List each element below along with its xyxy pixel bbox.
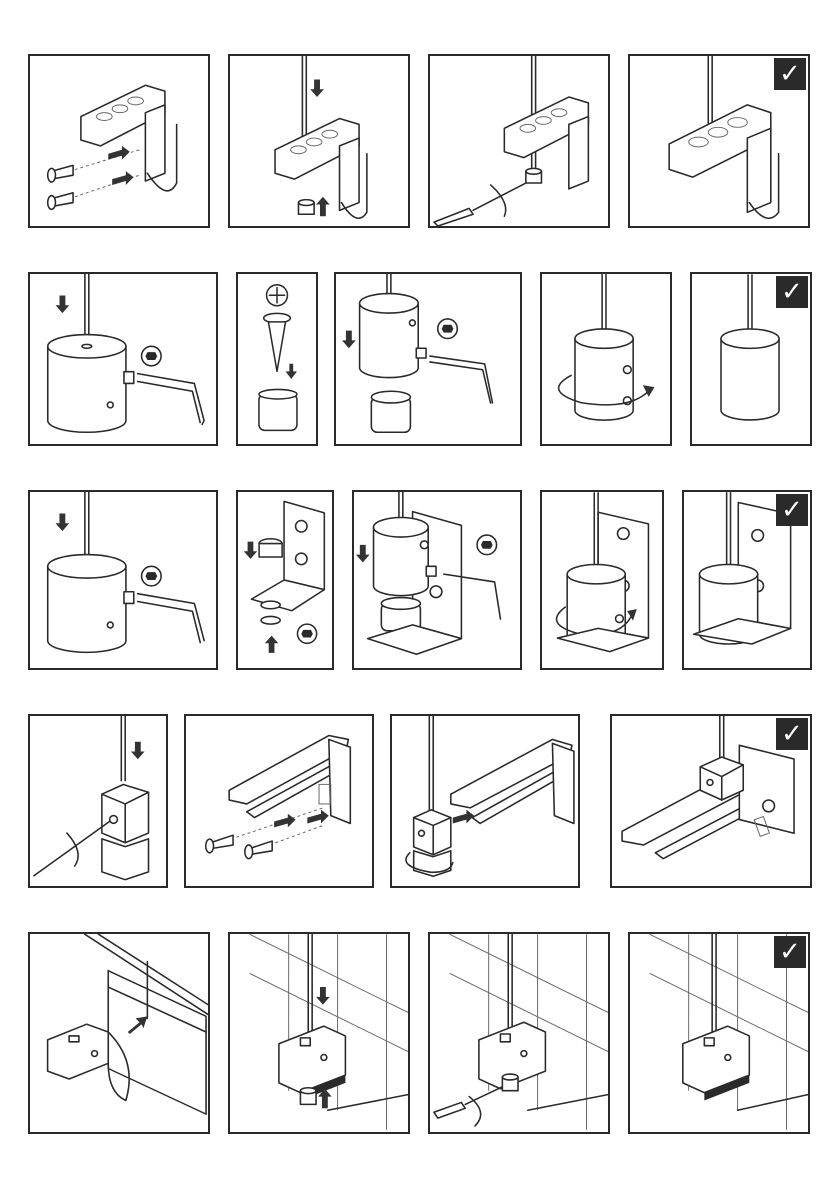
row4-step4-panel: ✓ bbox=[610, 714, 812, 888]
check-icon: ✓ bbox=[776, 718, 808, 750]
screw-insert-illustration bbox=[238, 274, 316, 444]
bracket-spacer-illustration bbox=[238, 492, 332, 668]
cylinder-base-icon bbox=[259, 389, 297, 430]
row1-step1-panel bbox=[28, 54, 210, 228]
screwdriver-icon bbox=[434, 1087, 502, 1118]
arrow-icon bbox=[274, 814, 295, 828]
row3-step3-panel bbox=[352, 490, 522, 670]
arrow-icon bbox=[56, 514, 70, 532]
screwdriver-icon bbox=[434, 183, 526, 226]
row3-step5-panel: ✓ bbox=[682, 490, 812, 670]
row3-step4-panel bbox=[540, 490, 664, 670]
hex-key-icon bbox=[481, 541, 493, 549]
check-icon: ✓ bbox=[774, 936, 806, 968]
row4-step2-panel bbox=[184, 714, 374, 888]
flat-bracket-screw-illustration bbox=[186, 716, 372, 886]
row5-step3-panel bbox=[428, 932, 610, 1134]
row5-step1-panel bbox=[28, 932, 210, 1134]
screw-icon bbox=[48, 165, 73, 182]
cylinder-bracket-mount-illustration bbox=[354, 492, 520, 668]
arrow-icon bbox=[310, 79, 324, 97]
screw-icon bbox=[48, 193, 73, 210]
window-clip-cable-illustration bbox=[230, 934, 408, 1132]
row5-step2-panel bbox=[228, 932, 410, 1134]
row2-step4-panel bbox=[540, 272, 672, 446]
cable-stop-icon bbox=[502, 1074, 518, 1091]
row2-step3-panel bbox=[334, 272, 522, 446]
hex-key-icon bbox=[301, 630, 313, 638]
row1-step2-panel bbox=[228, 54, 410, 228]
row4-step1-panel bbox=[28, 714, 168, 888]
cylinder-weight-insert-illustration bbox=[30, 274, 216, 444]
arrow-icon bbox=[453, 810, 474, 824]
row3-step2-panel bbox=[236, 490, 334, 670]
rotate-icon bbox=[67, 833, 78, 866]
cylinder-weight-insert-illustration bbox=[30, 492, 216, 668]
row1-step3-panel bbox=[428, 54, 610, 228]
arrow-icon bbox=[56, 295, 70, 313]
cable-stop-icon bbox=[298, 200, 314, 215]
hex-stop-tighten-illustration bbox=[30, 716, 166, 886]
window-clip-position-illustration bbox=[30, 934, 208, 1132]
row2-step5-panel: ✓ bbox=[690, 272, 812, 446]
cylinder-rotate-illustration bbox=[542, 274, 670, 444]
tighten-stop-illustration bbox=[430, 56, 608, 226]
cylinder-bracket-rotate-illustration bbox=[542, 492, 662, 668]
screwdriver-icon bbox=[34, 821, 110, 875]
screw-icon bbox=[245, 841, 272, 859]
cable-insert-illustration bbox=[230, 56, 408, 226]
bracket-screw-install-illustration bbox=[30, 56, 208, 226]
row4-step3-panel bbox=[390, 714, 580, 888]
hex-key-icon bbox=[145, 352, 157, 360]
arrow-icon bbox=[112, 171, 133, 185]
row5-step4-panel: ✓ bbox=[628, 932, 810, 1134]
arrow-icon bbox=[108, 146, 129, 160]
arrow-icon bbox=[316, 987, 330, 1005]
arrow-icon bbox=[265, 636, 278, 653]
screw-icon bbox=[264, 313, 291, 371]
cable-stop-icon bbox=[526, 168, 542, 183]
window-clip-tighten-illustration bbox=[430, 934, 608, 1132]
cylinder-weight-icon bbox=[360, 294, 426, 378]
row2-step1-panel bbox=[28, 272, 218, 446]
screw-icon bbox=[206, 835, 233, 853]
arrow-icon bbox=[356, 545, 370, 563]
hex-stop-slide-illustration bbox=[392, 716, 578, 886]
cylinder-base-icon bbox=[371, 391, 410, 432]
arrow-icon bbox=[244, 542, 257, 559]
arrow-icon bbox=[286, 364, 297, 379]
cable-stop-icon bbox=[300, 1088, 316, 1105]
check-icon: ✓ bbox=[776, 276, 808, 308]
check-icon: ✓ bbox=[776, 494, 808, 526]
arrow-icon bbox=[316, 197, 330, 217]
cylinder-weight-icon bbox=[48, 335, 134, 433]
hex-key-icon bbox=[145, 572, 157, 580]
hex-key-icon bbox=[442, 325, 454, 333]
cylinder-mount-illustration bbox=[336, 274, 520, 444]
row1-step4-panel: ✓ bbox=[628, 54, 810, 228]
row2-step2-panel bbox=[236, 272, 318, 446]
check-icon: ✓ bbox=[774, 58, 806, 90]
arrow-icon bbox=[131, 742, 145, 759]
arrow-icon bbox=[342, 331, 356, 349]
row3-step1-panel bbox=[28, 490, 218, 670]
